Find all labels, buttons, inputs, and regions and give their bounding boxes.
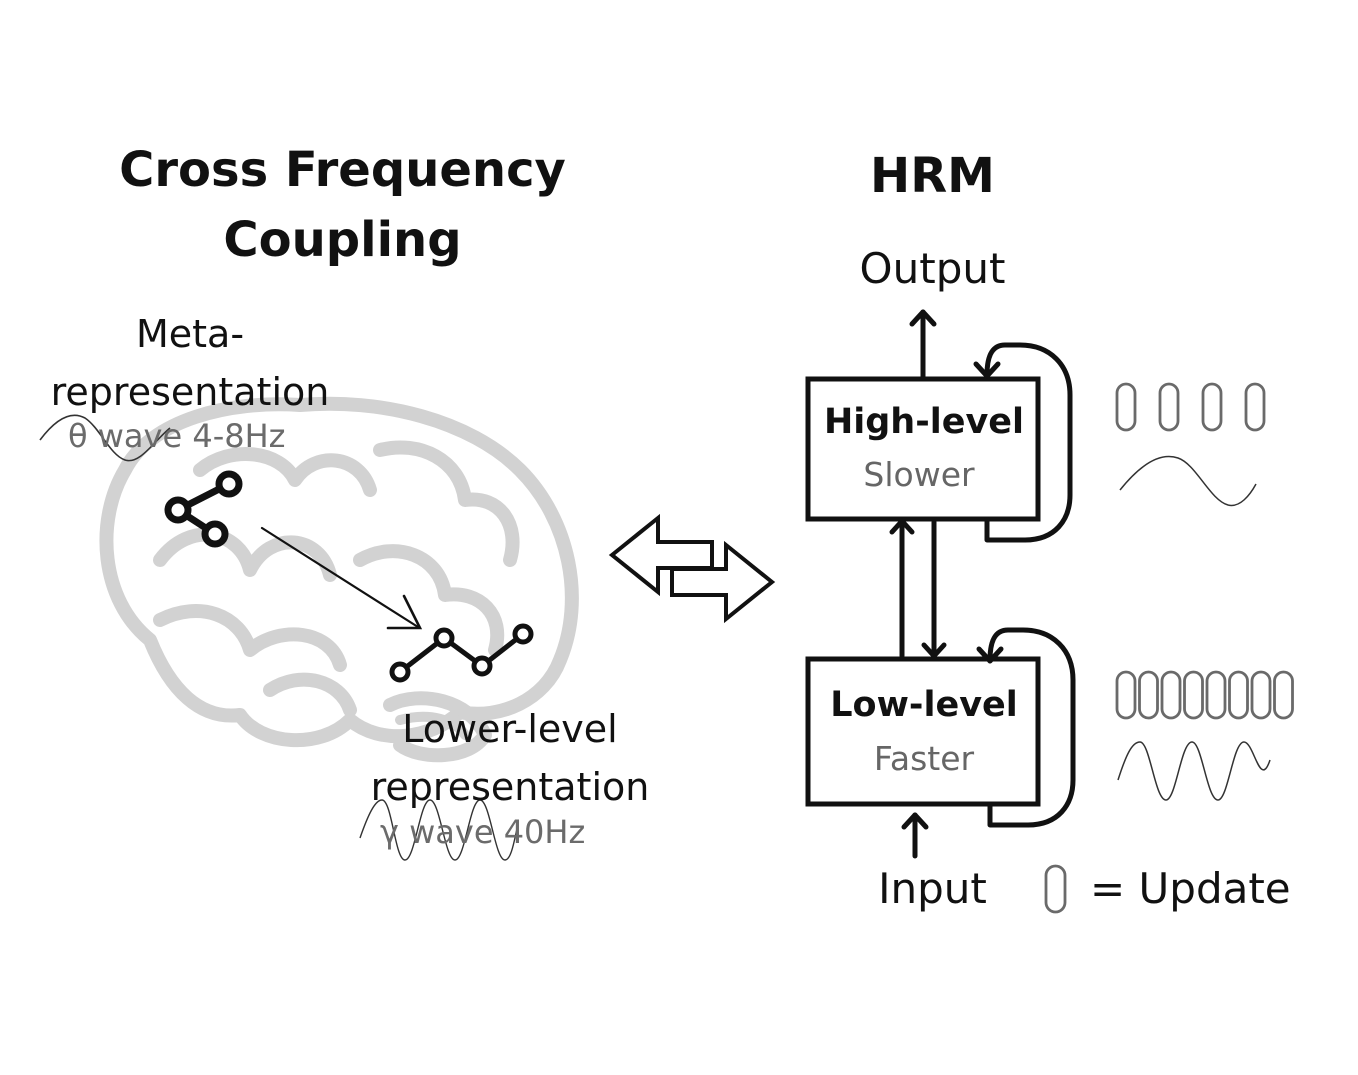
update-marker: [1273, 670, 1294, 720]
theta-wave-line: [39, 414, 171, 462]
update-marker: [1115, 670, 1137, 720]
update-marker: [1244, 382, 1266, 432]
update-marker: [1250, 670, 1272, 720]
low-level-title: Low-level: [830, 685, 1018, 725]
high-level-block: [805, 376, 1041, 522]
coupling-arrow: [260, 526, 423, 630]
hrm-title: HRM: [870, 148, 995, 204]
meta-line2: representation: [50, 370, 330, 414]
input-label: Input: [878, 864, 987, 913]
lower-line1: Lower-level: [402, 707, 618, 751]
node-tree-icon: [164, 470, 243, 548]
low-level-subtitle: Faster: [873, 739, 975, 778]
update-marker: [1201, 382, 1223, 432]
meta-representation-label: Meta- representation: [30, 305, 350, 421]
update-marker: [1115, 382, 1137, 432]
high-level-update-markers: [1115, 382, 1266, 432]
inter-block-arrows: [889, 518, 947, 659]
update-marker: [1138, 670, 1159, 720]
low-level-update-markers: [1115, 670, 1294, 720]
output-arrow: [909, 309, 937, 381]
high-level-loop-arrow: [973, 342, 1073, 543]
update-legend-label: = Update: [1090, 864, 1291, 913]
update-marker: [1183, 670, 1204, 720]
input-arrow: [901, 812, 929, 859]
update-marker: [1205, 670, 1227, 720]
meta-line1: Meta-: [135, 312, 245, 356]
left-title-line1: Cross Frequency: [119, 142, 566, 198]
update-legend-icon: [1044, 864, 1067, 914]
gamma-wave-line: [359, 799, 519, 861]
update-marker: [1158, 382, 1180, 432]
bidirectional-arrow-icon: [608, 513, 776, 624]
high-level-subtitle: Slower: [863, 455, 975, 494]
low-level-loop-arrow: [976, 627, 1076, 828]
high-level-title: High-level: [823, 402, 1025, 442]
low-level-fast-wave: [1117, 741, 1271, 801]
left-panel-title: Cross Frequency Coupling: [70, 135, 615, 275]
node-chain-icon: [389, 623, 534, 683]
output-label: Output: [859, 244, 1006, 293]
low-level-block: [805, 656, 1041, 807]
left-title-line2: Coupling: [223, 212, 462, 268]
theta-wave-label: θ wave 4-8Hz: [68, 417, 286, 455]
high-level-slow-wave: [1119, 455, 1257, 507]
lower-representation-label: Lower-level representation: [350, 700, 670, 816]
gamma-wave-label: γ wave 40Hz: [380, 813, 586, 851]
update-marker: [1228, 670, 1249, 720]
brain-outline-icon: [99, 396, 579, 763]
lower-line2: representation: [370, 765, 650, 809]
update-marker: [1160, 670, 1182, 720]
